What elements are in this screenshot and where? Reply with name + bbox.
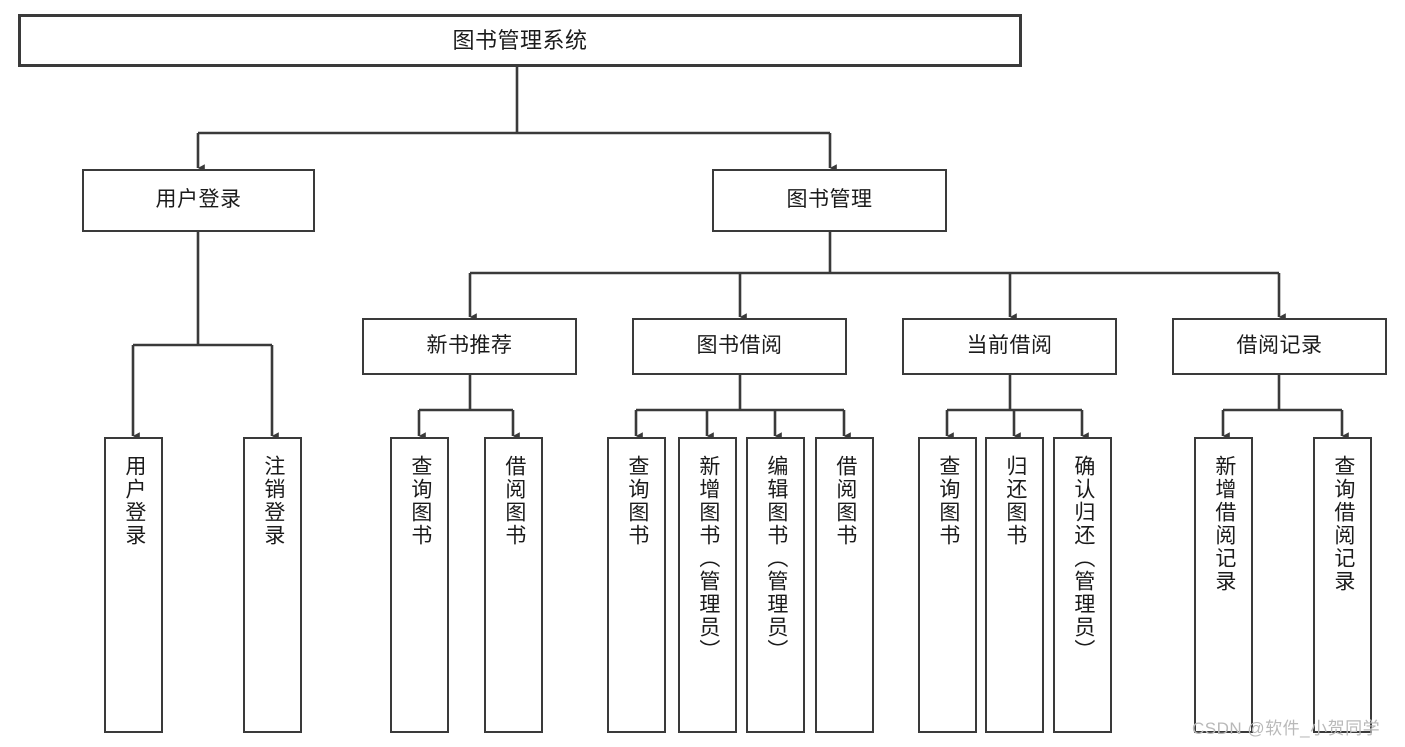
node-label: 借阅记录 bbox=[1236, 334, 1323, 358]
node-leaf13[interactable]: 查询借阅记录 bbox=[1313, 437, 1372, 733]
node-label: 图书借阅 bbox=[696, 334, 783, 358]
node-label: 用户登录 bbox=[122, 455, 146, 547]
node-leaf5[interactable]: 查询图书 bbox=[607, 437, 666, 733]
node-current[interactable]: 当前借阅 bbox=[902, 318, 1117, 375]
node-leaf3[interactable]: 查询图书 bbox=[390, 437, 449, 733]
node-label: 当前借阅 bbox=[966, 334, 1053, 358]
node-label: 确认归还（管理员） bbox=[1071, 455, 1095, 662]
node-records[interactable]: 借阅记录 bbox=[1172, 318, 1387, 375]
node-label: 图书管理 bbox=[786, 188, 873, 212]
node-leaf2[interactable]: 注销登录 bbox=[243, 437, 302, 733]
node-borrow[interactable]: 图书借阅 bbox=[632, 318, 847, 375]
node-bookmgr[interactable]: 图书管理 bbox=[712, 169, 947, 232]
watermark-label: CSDN @软件_小贺同学 bbox=[1192, 719, 1381, 738]
node-leaf12[interactable]: 新增借阅记录 bbox=[1194, 437, 1253, 733]
node-leaf9[interactable]: 查询图书 bbox=[918, 437, 977, 733]
node-label: 查询图书 bbox=[625, 455, 649, 547]
node-leaf10[interactable]: 归还图书 bbox=[985, 437, 1044, 733]
node-leaf6[interactable]: 新增图书（管理员） bbox=[678, 437, 737, 733]
node-label: 查询图书 bbox=[408, 455, 432, 547]
node-leaf4[interactable]: 借阅图书 bbox=[484, 437, 543, 733]
node-newbook[interactable]: 新书推荐 bbox=[362, 318, 577, 375]
node-label: 新增借阅记录 bbox=[1212, 455, 1236, 593]
node-label: 查询图书 bbox=[936, 455, 960, 547]
node-leaf11[interactable]: 确认归还（管理员） bbox=[1053, 437, 1112, 733]
node-label: 借阅图书 bbox=[833, 455, 857, 547]
node-label: 新书推荐 bbox=[426, 334, 513, 358]
node-label: 注销登录 bbox=[261, 455, 285, 547]
node-label: 图书管理系统 bbox=[452, 27, 588, 53]
node-leaf8[interactable]: 借阅图书 bbox=[815, 437, 874, 733]
node-leaf1[interactable]: 用户登录 bbox=[104, 437, 163, 733]
node-label: 用户登录 bbox=[155, 188, 242, 212]
node-root[interactable]: 图书管理系统 bbox=[18, 14, 1022, 67]
node-label: 新增图书（管理员） bbox=[696, 455, 720, 662]
node-label: 借阅图书 bbox=[502, 455, 526, 547]
node-label: 编辑图书（管理员） bbox=[764, 455, 788, 662]
node-leaf7[interactable]: 编辑图书（管理员） bbox=[746, 437, 805, 733]
node-login[interactable]: 用户登录 bbox=[82, 169, 315, 232]
node-label: 查询借阅记录 bbox=[1331, 455, 1355, 593]
node-label: 归还图书 bbox=[1003, 455, 1027, 547]
